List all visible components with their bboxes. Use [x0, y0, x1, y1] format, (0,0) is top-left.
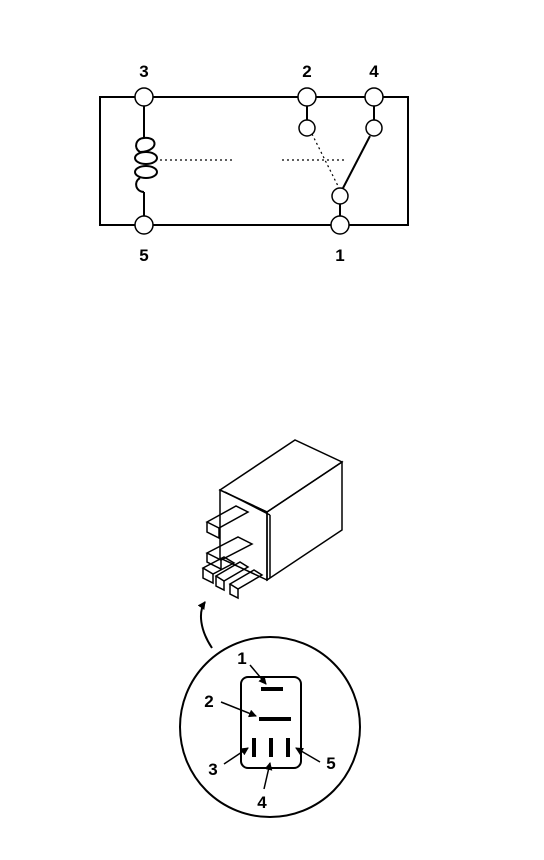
terminal-4 — [364, 87, 384, 107]
terminal-1 — [330, 215, 350, 235]
terminal-3 — [134, 87, 154, 107]
pin-3-label: 3 — [208, 760, 217, 779]
contact-4-point — [365, 119, 383, 137]
terminal-5 — [134, 215, 154, 235]
terminal-2-label: 2 — [302, 62, 311, 81]
detail-magnifier-circle — [179, 636, 361, 818]
coil-icon — [134, 136, 158, 193]
pin-3-leader — [223, 747, 249, 765]
relay-blades — [201, 505, 264, 600]
terminal-2 — [297, 87, 317, 107]
terminal-1-label: 1 — [335, 246, 344, 265]
terminal-3-label: 3 — [139, 62, 148, 81]
contact-2-point — [298, 119, 316, 137]
relay-schematic: 3 2 4 5 1 — [99, 62, 409, 265]
pin-1-label: 1 — [237, 649, 246, 668]
pin-5-label: 5 — [326, 754, 335, 773]
connector-detail: 1 2 3 4 5 — [179, 636, 361, 818]
relay-illustration — [197, 439, 344, 649]
terminal-5-label: 5 — [139, 246, 148, 265]
pin-2-label: 2 — [204, 692, 213, 711]
pin-4-label: 4 — [257, 793, 267, 812]
schematic-frame — [99, 96, 409, 226]
switch-arm — [341, 135, 371, 191]
switch-pivot — [331, 187, 349, 205]
pin-2-leader — [220, 701, 257, 718]
detail-arrow — [197, 601, 213, 649]
terminal-4-label: 4 — [369, 62, 379, 81]
relay-top-face — [218, 439, 344, 513]
pin-1-leader — [249, 664, 267, 685]
relay-edge-detail — [224, 491, 271, 516]
pin-4-leader — [263, 762, 273, 790]
pin-5-leader — [295, 747, 321, 763]
switch-arm-path — [311, 133, 341, 191]
relay-side-face — [266, 460, 343, 582]
